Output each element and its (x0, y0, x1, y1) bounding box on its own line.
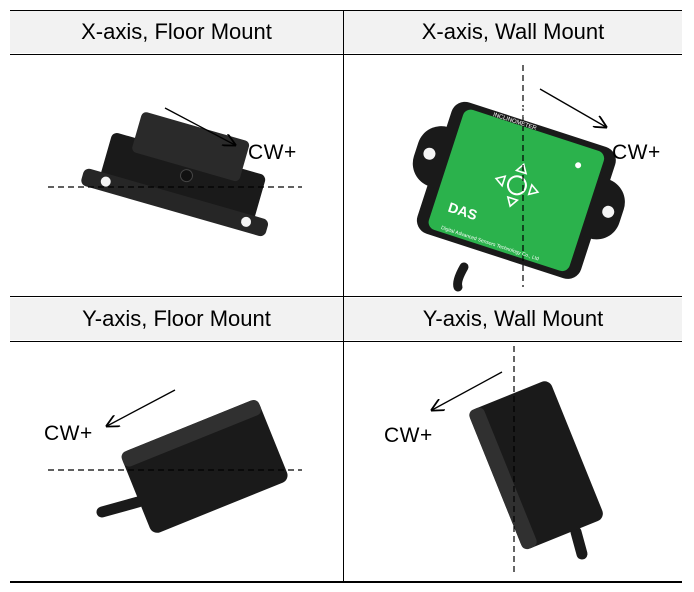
header-y-floor: Y-axis, Floor Mount (10, 298, 343, 340)
rotation-arrow (539, 88, 606, 127)
row-divider (10, 296, 682, 297)
rotation-label: CW+ (248, 141, 297, 164)
sensor-device (81, 112, 269, 237)
cell-y-floor: CW+ (10, 342, 343, 580)
header-y-wall: Y-axis, Wall Mount (344, 298, 682, 340)
cell-x-wall: MSENS INCLINOMETER DAS Digital Advanced … (344, 55, 682, 296)
mounting-table: X-axis, Floor Mount X-axis, Wall Mount Y… (10, 10, 682, 583)
sensor-device (412, 101, 625, 292)
column-divider (343, 10, 344, 582)
rotation-label: CW+ (44, 422, 93, 445)
rotation-label: CW+ (612, 141, 661, 164)
header-x-floor: X-axis, Floor Mount (10, 11, 343, 53)
sensor-device (96, 399, 288, 533)
sensor-device (469, 381, 603, 560)
row-divider (10, 341, 682, 342)
table-top-border (10, 10, 682, 11)
rotation-label: CW+ (384, 424, 433, 447)
table-bottom-border (10, 581, 682, 583)
rotation-arrow (164, 107, 235, 145)
header-x-wall: X-axis, Wall Mount (344, 11, 682, 53)
cell-x-floor: CW+ (10, 55, 343, 296)
rotation-arrow (432, 371, 503, 410)
rotation-arrow (107, 389, 176, 426)
cell-y-wall: CW+ (344, 342, 682, 580)
row-divider (10, 54, 682, 55)
